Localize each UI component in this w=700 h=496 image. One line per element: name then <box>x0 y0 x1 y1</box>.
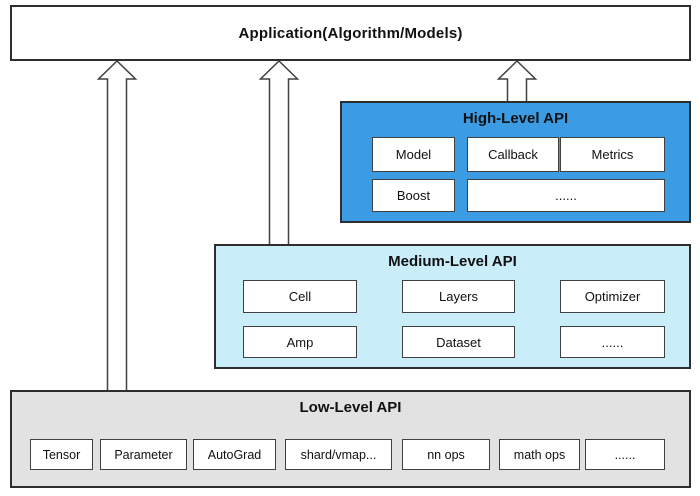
high-item-boost: Boost <box>372 179 455 212</box>
medium-item-cell: Cell <box>243 280 357 313</box>
medium-item-ellipsis: ...... <box>560 326 665 358</box>
application-label: Application(Algorithm/Models) <box>238 24 463 42</box>
low-item-math-ops: math ops <box>499 439 580 470</box>
low-item-ellipsis: ...... <box>585 439 665 470</box>
medium-item-layers: Layers <box>402 280 515 313</box>
low-item-autograd: AutoGrad <box>193 439 276 470</box>
low-item-shard-vmap: shard/vmap... <box>285 439 392 470</box>
up-arrow-icon-high-to-app <box>496 59 538 104</box>
low-item-parameter: Parameter <box>100 439 187 470</box>
high-level-api-title: High-Level API <box>462 110 569 127</box>
high-item-model: Model <box>372 137 455 172</box>
medium-item-dataset: Dataset <box>402 326 515 358</box>
low-level-api-title: Low-Level API <box>299 399 402 416</box>
low-level-api-panel: Low-Level API Tensor Parameter AutoGrad … <box>10 390 691 488</box>
low-item-tensor: Tensor <box>30 439 93 470</box>
medium-level-api-title: Medium-Level API <box>388 253 517 270</box>
application-box: Application(Algorithm/Models) <box>10 5 691 61</box>
high-level-api-panel: High-Level API Model Callback Metrics Bo… <box>340 101 691 223</box>
high-item-callback: Callback <box>467 137 559 172</box>
medium-item-amp: Amp <box>243 326 357 358</box>
low-item-nn-ops: nn ops <box>402 439 490 470</box>
high-item-ellipsis: ...... <box>467 179 665 212</box>
up-arrow-icon-medium-to-app <box>258 59 300 247</box>
high-item-metrics: Metrics <box>560 137 665 172</box>
medium-item-optimizer: Optimizer <box>560 280 665 313</box>
up-arrow-icon-low-to-app <box>96 59 138 393</box>
medium-level-api-panel: Medium-Level API Cell Layers Optimizer A… <box>214 244 691 369</box>
